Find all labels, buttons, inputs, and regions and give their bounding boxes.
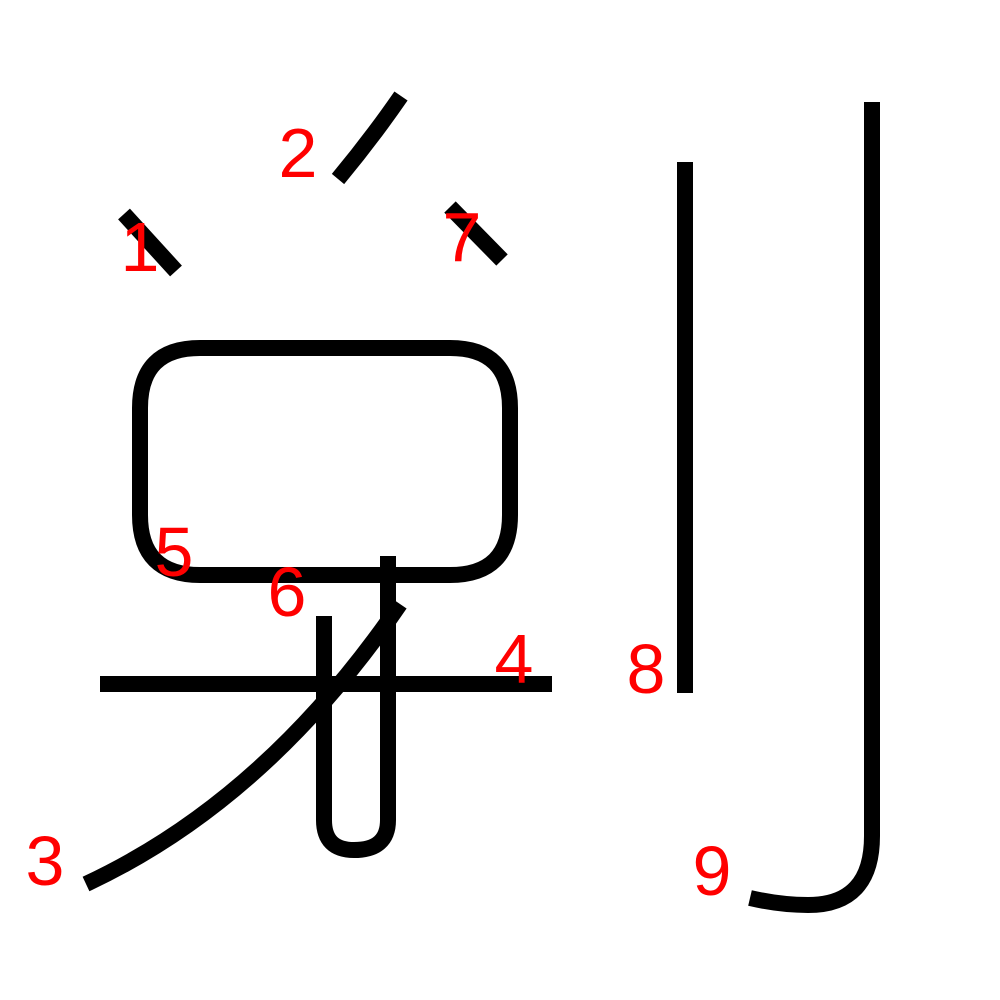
stroke-5 bbox=[132, 340, 518, 583]
stroke-number-7: 7 bbox=[443, 198, 482, 276]
stroke-9 bbox=[748, 102, 880, 913]
stroke-6 bbox=[316, 556, 396, 858]
stroke-number-9: 9 bbox=[693, 832, 732, 910]
stroke-number-5: 5 bbox=[155, 513, 194, 591]
stroke-number-2: 2 bbox=[279, 114, 318, 192]
stroke-1 bbox=[118, 208, 182, 277]
stroke-3 bbox=[82, 599, 407, 892]
stroke-number-4: 4 bbox=[495, 620, 534, 698]
stroke-number-3: 3 bbox=[26, 822, 65, 900]
stroke-2 bbox=[331, 91, 408, 185]
stroke-number-8: 8 bbox=[627, 630, 666, 708]
stroke-7 bbox=[444, 201, 508, 266]
stroke-number-6: 6 bbox=[268, 553, 307, 631]
stroke-number-1: 1 bbox=[121, 208, 160, 286]
